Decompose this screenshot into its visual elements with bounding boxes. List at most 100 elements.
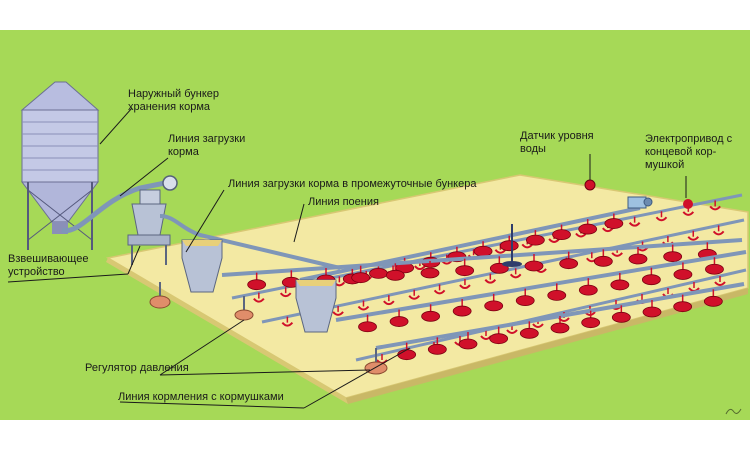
leader-pressure-2 [159, 369, 371, 376]
drinker-icon [532, 323, 544, 328]
drinker-icon [281, 321, 294, 327]
weighing-device-icon [127, 189, 171, 265]
feeder-pan-icon [547, 289, 567, 301]
drinker-icon [602, 227, 614, 233]
feeder-pan-icon [524, 260, 544, 272]
feeder-pan-icon [427, 343, 447, 355]
feeding-lines [221, 206, 747, 361]
feeder-pan-icon [552, 229, 571, 241]
feeder-pan-icon [420, 267, 440, 279]
signature-mark-icon [725, 408, 742, 415]
diagram-panel [0, 30, 750, 420]
drinker-icon [575, 232, 587, 238]
pressure-regulator-icon [364, 348, 388, 375]
leader-weighing [7, 273, 129, 283]
feeder-pan-icon [489, 262, 509, 274]
leader-intermediate [185, 189, 225, 253]
leader-weighing-v [127, 245, 141, 275]
feeder-pan-icon [397, 349, 417, 361]
drinker-icon [611, 252, 623, 257]
feeder-pan-icon [673, 301, 693, 313]
drinker-icon [521, 243, 534, 249]
drinker-icon [433, 289, 446, 295]
drinker-icon [714, 281, 726, 286]
feed-loading-pipe [61, 179, 171, 234]
drinker-icon [383, 300, 395, 306]
feeder-pan-icon [550, 322, 570, 334]
drinker-icon [506, 329, 518, 334]
drinker-icon [712, 230, 725, 236]
feeder-pan-icon [703, 295, 723, 307]
drinker-icon [279, 292, 292, 298]
intermediate-hopper-icon [295, 279, 337, 333]
feeder-pan-icon [385, 269, 405, 281]
drinker-icon [709, 205, 721, 211]
loading-motor-icon [162, 175, 178, 191]
leader-feeding-2 [119, 401, 305, 409]
feeder-pan-icon [525, 234, 545, 246]
feeder-pan-icon [351, 272, 371, 284]
drinker-icon [459, 284, 471, 290]
feeder-pan-icon [519, 327, 539, 339]
feed-pipe [335, 250, 747, 322]
feeder-pan-icon [641, 274, 661, 286]
pressure-regulator-icon [149, 282, 171, 309]
feeder-pan-icon [484, 300, 504, 312]
drinker-icon [484, 279, 497, 284]
feeder-pan-icon [663, 251, 683, 263]
feed-pipe [221, 238, 743, 277]
feeder-pan-icon [559, 258, 579, 270]
feed-pipe [299, 206, 641, 282]
leader-pressure-1 [159, 319, 245, 376]
drinker-icon [414, 265, 426, 271]
leader-feed-loading [119, 157, 169, 197]
feeder-pan-icon [611, 311, 631, 323]
feeder-pan-icon [593, 255, 613, 267]
leader-lines [7, 107, 687, 409]
feeder-pan-icon [499, 240, 519, 252]
water-sensor-head-icon [584, 179, 596, 191]
electric-motor-icon [627, 196, 653, 209]
feeder-pan-icon [489, 333, 509, 345]
intermediate-feed-pipe [159, 214, 341, 270]
pressure-regulator-icon [234, 296, 254, 321]
feeder-pan-icon [578, 284, 598, 296]
drinker-icon [408, 295, 420, 300]
drinker-icon [682, 211, 695, 216]
feeder-pan-icon [610, 279, 630, 291]
drinker-icon [357, 305, 370, 311]
water-level-sensor-icon [502, 224, 522, 267]
drinker-icon [494, 249, 507, 254]
feeder-pan-icon [389, 316, 409, 327]
drinker-icon [253, 297, 265, 303]
feeder-pan-icon [581, 317, 601, 329]
label-feeding-line: Линия кормления с кормушками [118, 391, 284, 403]
drinker-icon [509, 273, 522, 279]
feeder-pan-icon [247, 279, 267, 291]
feeder-pan-icon [458, 338, 478, 350]
drive-end-feeder-icon [683, 199, 693, 209]
drinker-icon [548, 238, 560, 243]
feeder-pan-icon [455, 265, 475, 277]
storage-silo-icon [20, 81, 100, 250]
feeder-pan-icon [421, 310, 441, 322]
feeder-pan-icon [705, 263, 724, 275]
feeder-pan-icon [515, 295, 535, 307]
water-pipe [355, 268, 747, 362]
feeder-pan-icon [642, 306, 662, 318]
drinker-icon [628, 222, 641, 227]
leader-outdoor-bunker [99, 107, 133, 145]
label-intermediate-line: Линия загрузки корма в промежуточные бун… [228, 178, 477, 190]
feeder-pan-icon [369, 267, 388, 279]
label-watering-line: Линия поения [308, 196, 379, 208]
drinker-icon [655, 216, 668, 222]
house-floor-edge-right [346, 288, 748, 404]
feeder-pan-icon [604, 218, 624, 229]
feeder-pan-icon [673, 269, 693, 280]
